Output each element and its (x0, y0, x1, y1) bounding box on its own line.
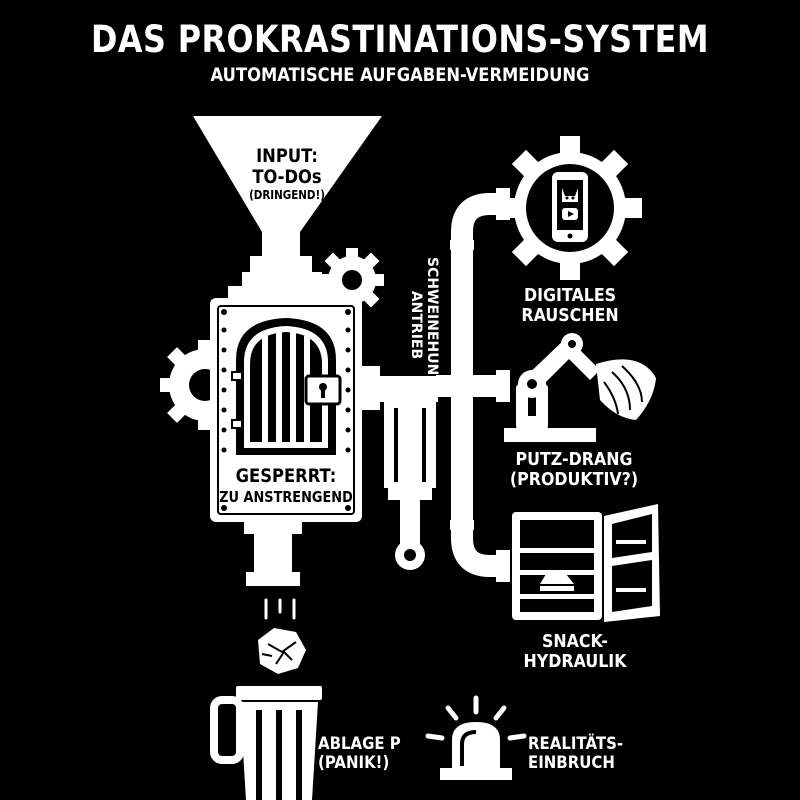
trash-label: ABLAGE P (PANIK!) (318, 735, 410, 772)
funnel-label-line1: INPUT: (256, 145, 318, 167)
reality-label: REALITÄTS- EINBRUCH (528, 735, 634, 772)
drive-label-line1: SCHWEINEHUND- (424, 256, 440, 394)
machine-body (210, 272, 362, 522)
funnel-label-line2: TO-DOs (252, 165, 322, 188)
drive-label-line2: ANTRIEB (407, 290, 424, 360)
locked-label-line1: GESPERRT: (235, 465, 337, 487)
phone-gear-icon (498, 136, 642, 280)
snack-hydraulics-line2: HYDRAULIK (523, 650, 627, 672)
locked-label-line2: ZU ANSTRENGEND (219, 487, 353, 506)
reality-label-line2: EINBRUCH (528, 752, 615, 773)
falling-motion-lines (264, 598, 296, 620)
digital-noise-label: DIGITALES RAUSCHEN (508, 286, 631, 326)
reality-label-line1: REALITÄTS- (528, 734, 624, 754)
padlock-icon (304, 374, 342, 406)
page-title: DAS PROKRASTINATIONS-SYSTEM (91, 18, 709, 61)
outlet-pipe (244, 520, 302, 586)
funnel-label-line3: (DRINGEND!) (249, 188, 325, 203)
cleaning-urge-line1: PUTZ-DRANG (515, 449, 633, 470)
cleaning-urge-line2: (PRODUKTIV?) (509, 468, 639, 490)
trash-label-line1: ABLAGE P (318, 734, 401, 754)
locked-label: GESPERRT: ZU ANSTRENGEND (217, 466, 355, 505)
input-funnel (193, 116, 382, 274)
trash-label-line2: (PANIK!) (318, 752, 390, 773)
cleaning-urge-label: PUTZ-DRANG (PRODUKTIV?) (504, 450, 645, 490)
digital-noise-line2: RAUSCHEN (521, 304, 619, 326)
robot-arm-duster-icon (504, 333, 656, 442)
digital-noise-line1: DIGITALES (523, 285, 617, 306)
snack-hydraulics-label: SNACK- HYDRAULIK (509, 632, 641, 672)
output-pipe-manifold (436, 193, 510, 577)
siren-icon (425, 695, 527, 780)
trash-can-icon (210, 686, 322, 800)
fridge-icon (512, 504, 660, 622)
piston-drive (360, 366, 438, 570)
drive-label: SCHWEINEHUND- ANTRIEB (400, 255, 440, 395)
snack-hydraulics-line1: SNACK- (541, 631, 609, 652)
funnel-label: INPUT: TO-DOs (DRINGEND!) (231, 146, 343, 202)
crumpled-paper-icon (258, 628, 306, 674)
page-subtitle: AUTOMATISCHE AUFGABEN-VERMEIDUNG (210, 64, 590, 86)
